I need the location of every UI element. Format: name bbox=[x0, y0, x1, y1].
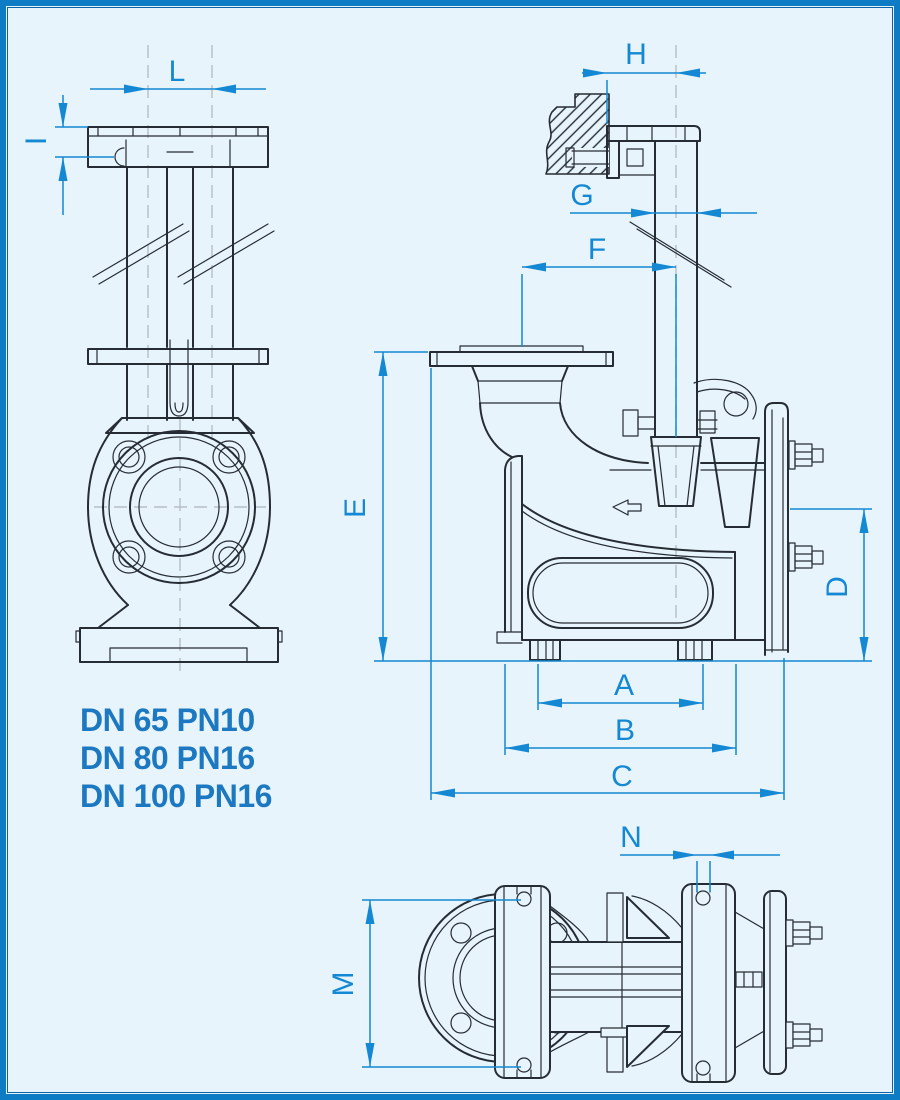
dim-label-L: L bbox=[169, 55, 186, 88]
dim-label-D: D bbox=[821, 576, 854, 598]
support-ear bbox=[693, 378, 760, 528]
plan-clamp-bracket-1 bbox=[494, 885, 551, 1079]
dim-label-B: B bbox=[615, 714, 635, 747]
dim-label-H: H bbox=[625, 38, 647, 71]
front-pump-outline bbox=[75, 126, 283, 663]
plan-clamp-bracket-2 bbox=[681, 883, 736, 1083]
front-flange-bolt-holes bbox=[112, 440, 246, 574]
plate-bolt-bottom bbox=[788, 542, 824, 572]
plan-bolt-top bbox=[785, 919, 823, 947]
coupling-assembly bbox=[622, 409, 718, 507]
side-dimension-B: B bbox=[504, 664, 737, 755]
plate-bolt-top bbox=[788, 440, 824, 470]
front-dimension-L: L bbox=[90, 55, 266, 94]
dim-label-C: C bbox=[611, 760, 633, 793]
dim-label-E: E bbox=[339, 498, 372, 518]
side-dimension-A: A bbox=[537, 664, 704, 710]
front-view: L I bbox=[20, 45, 283, 675]
size-designation-1: DN 65 PN10 bbox=[80, 702, 255, 738]
dim-label-N: N bbox=[620, 821, 642, 854]
side-dimension-G: G bbox=[570, 179, 757, 218]
side-dimension-H: H bbox=[582, 38, 706, 124]
pump-casing-side bbox=[496, 455, 766, 661]
column-pipe bbox=[629, 140, 732, 437]
dim-label-F: F bbox=[588, 233, 606, 266]
plan-bolt-bottom bbox=[785, 1021, 823, 1049]
plan-mounting-flange bbox=[734, 890, 823, 1075]
dim-label-M: M bbox=[327, 972, 360, 997]
flow-direction-arrow bbox=[612, 499, 642, 516]
size-designation-2: DN 80 PN16 bbox=[80, 740, 255, 776]
plan-dimension-M: M bbox=[327, 899, 521, 1068]
dim-label-A: A bbox=[614, 669, 634, 702]
size-designations: DN 65 PN10 DN 80 PN16 DN 100 PN16 bbox=[80, 702, 272, 814]
front-dimension-I: I bbox=[20, 95, 114, 215]
page-frame-inner bbox=[7, 7, 893, 1093]
side-dimension-E: E bbox=[339, 351, 428, 661]
wall-bracket bbox=[606, 125, 701, 179]
side-dimension-C: C bbox=[430, 368, 785, 800]
side-view: H G F E D A bbox=[339, 38, 872, 800]
dim-label-G: G bbox=[570, 179, 593, 212]
side-dimension-F: F bbox=[521, 233, 677, 437]
wall-section bbox=[545, 93, 610, 175]
plan-shaft-housing bbox=[549, 892, 683, 1073]
size-designation-3: DN 100 PN16 bbox=[80, 778, 272, 814]
bottom-plan-view: N M bbox=[327, 821, 823, 1083]
plan-dimension-N: N bbox=[620, 821, 780, 892]
mounting-plate bbox=[764, 402, 824, 656]
dim-label-I: I bbox=[20, 137, 53, 145]
side-dimension-D: D bbox=[374, 508, 872, 662]
